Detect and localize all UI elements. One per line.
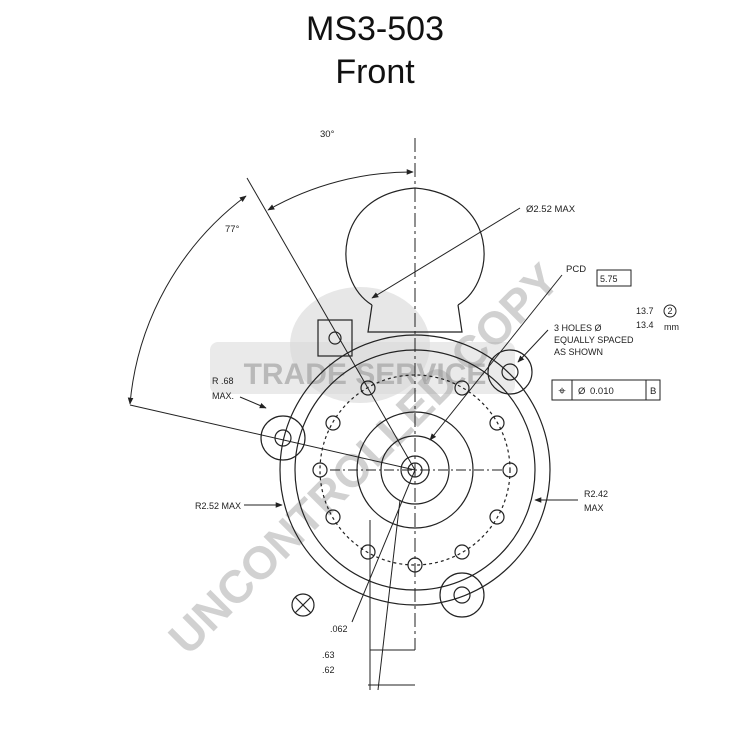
solenoid-neck: [367, 304, 463, 333]
mount-hole-right: [501, 363, 519, 381]
nose-ring: [356, 411, 474, 529]
part-number-title: MS3-503: [306, 10, 444, 48]
radius-small-line1: R .68: [212, 376, 234, 386]
bolt-holes: [312, 380, 518, 573]
bolt-hole: [454, 380, 470, 396]
pcd-value: 5.75: [600, 274, 618, 284]
bolt-hole: [454, 544, 470, 560]
shaft-outer: [400, 455, 430, 485]
view-title: Front: [335, 53, 415, 91]
hole-dia-max: 13.7: [636, 306, 654, 316]
leaders: [239, 207, 578, 691]
terminal-stud: [328, 331, 342, 345]
cross-hole-symbol: [291, 593, 315, 617]
housing-outer-circle: [279, 334, 551, 606]
cross-hole-x2: [294, 596, 312, 614]
shaft-inner: [407, 462, 423, 478]
terminal-block: [317, 319, 353, 357]
leader-solenoid-dia: [371, 207, 521, 299]
angle-ref-line-30: [246, 177, 416, 471]
pinion-max-label: .63: [322, 650, 335, 660]
pcd-label: PCD: [566, 264, 586, 275]
mount-hole-bottom: [453, 586, 471, 604]
fcf-outline: [551, 379, 661, 401]
angle-arc-30: [267, 169, 414, 211]
mount-ear-left: [260, 415, 306, 461]
bolt-hole: [489, 415, 505, 431]
bolt-hole: [360, 544, 376, 560]
bolt-hole: [312, 462, 328, 478]
hole-note-number: 2: [667, 306, 672, 316]
pinion-min-label: .62: [322, 665, 335, 675]
angle-dimensions: [127, 169, 414, 405]
leader-pcd: [429, 274, 563, 441]
mount-hole-left: [274, 429, 292, 447]
angle-ref-line-77: [129, 404, 416, 471]
starter-body: [260, 187, 551, 618]
fcf-tolerance-value: 0.010: [590, 386, 614, 397]
ext-line-pinion-angled: [377, 499, 401, 691]
leader-offset: [351, 469, 416, 623]
radius-right-line2: MAX: [584, 503, 604, 513]
leader-holes: [517, 329, 549, 363]
angle-label-77: 77°: [225, 224, 240, 235]
watermark-logo-band: [210, 342, 515, 394]
mount-ear-bottom: [439, 572, 485, 618]
pcd-value-box: [596, 269, 632, 287]
hole-unit: mm: [664, 322, 679, 332]
bolt-circle: [319, 374, 511, 566]
radius-right-line1: R2.42: [584, 489, 608, 499]
leader-radius-small: [239, 396, 267, 409]
centre-lines: [129, 138, 505, 650]
solenoid-dia-label: Ø2.52 MAX: [526, 204, 576, 215]
pinion-outer: [380, 435, 450, 505]
solenoid-outline: [345, 187, 485, 306]
bolt-hole: [360, 380, 376, 396]
radius-small-line2: MAX.: [212, 391, 234, 401]
position-tolerance-icon: ⌖: [558, 383, 566, 398]
holes-note-line1: 3 HOLES Ø: [554, 323, 602, 333]
angle-label-30: 30°: [320, 129, 335, 140]
bolt-hole: [325, 509, 341, 525]
bolt-hole: [407, 557, 423, 573]
mount-ear-right: [487, 349, 533, 395]
note-balloon: [663, 304, 677, 318]
holes-note-line3: AS SHOWN: [554, 347, 603, 357]
bolt-hole: [489, 509, 505, 525]
bolt-hole: [325, 415, 341, 431]
housing-inner-circle: [294, 349, 536, 591]
watermark-logo-text: TRADE SERVICE: [244, 358, 487, 391]
hole-dia-min: 13.4: [636, 320, 654, 330]
fcf-dia-symbol: Ø: [578, 386, 586, 397]
offset-label: .062: [330, 624, 348, 634]
bolt-hole: [502, 462, 518, 478]
radius-left-label: R2.52 MAX: [195, 501, 241, 511]
fcf-datum: B: [650, 386, 656, 397]
feature-control-frame: ⌖ Ø 0.010 B: [551, 379, 661, 401]
holes-note-line2: EQUALLY SPACED: [554, 335, 634, 345]
angle-arc-77: [127, 195, 247, 405]
